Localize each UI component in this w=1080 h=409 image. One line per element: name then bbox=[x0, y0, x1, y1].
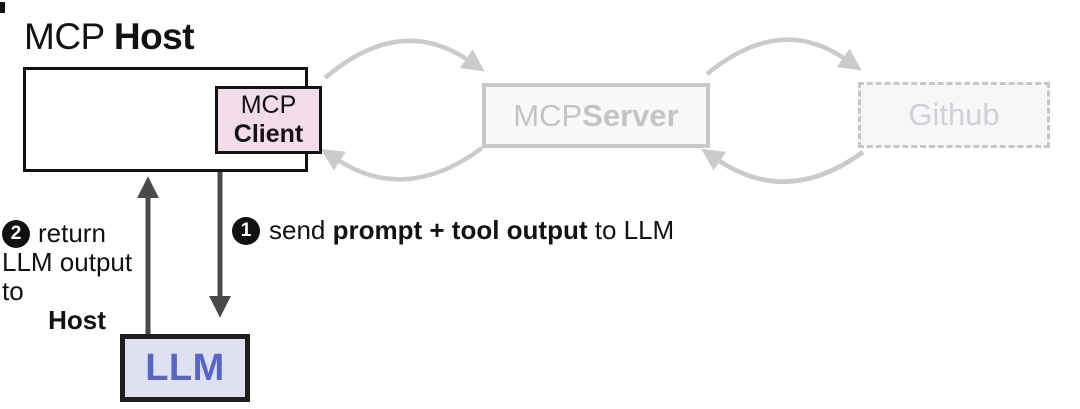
step2-label: 2 return LLM output to Host bbox=[2, 219, 152, 335]
github-label: Github bbox=[908, 97, 1000, 132]
client-label-line1: MCP bbox=[240, 91, 297, 119]
step2-line1: 2 return bbox=[2, 219, 152, 248]
host-title-regular: MCP bbox=[24, 16, 114, 57]
step1-badge: 1 bbox=[232, 216, 260, 245]
host-title: MCP Host bbox=[24, 16, 195, 58]
step1-text: send prompt + tool output to LLM bbox=[269, 216, 674, 245]
server-box: MCP Server bbox=[482, 83, 710, 148]
github-box: Github bbox=[858, 82, 1050, 148]
server-to-client-arc bbox=[320, 146, 484, 182]
client-label-line2: Client bbox=[233, 120, 304, 148]
step1-label: 1 send prompt + tool output to LLM bbox=[232, 216, 674, 245]
client-to-server-arc bbox=[323, 38, 485, 80]
clipped-mark bbox=[0, 2, 5, 13]
server-to-github-arc bbox=[705, 37, 862, 76]
server-label-regular: MCP bbox=[513, 97, 583, 133]
step1-text-bold: prompt + tool output bbox=[332, 215, 588, 245]
step1-text-post: to LLM bbox=[587, 215, 675, 245]
step1-text-pre: send bbox=[269, 215, 333, 245]
llm-box: LLM bbox=[120, 334, 250, 402]
step2-badge: 2 bbox=[2, 219, 30, 248]
server-label-bold: Server bbox=[582, 97, 679, 133]
host-title-bold: Host bbox=[113, 16, 195, 57]
client-box: MCP Client bbox=[215, 86, 322, 154]
step2-line2: LLM output to bbox=[2, 247, 133, 306]
step2-line3: Host bbox=[48, 305, 106, 335]
github-to-server-arc-stroke bbox=[701, 148, 865, 184]
llm-label: LLM bbox=[145, 346, 225, 389]
step2-line1-text: return bbox=[38, 218, 106, 248]
